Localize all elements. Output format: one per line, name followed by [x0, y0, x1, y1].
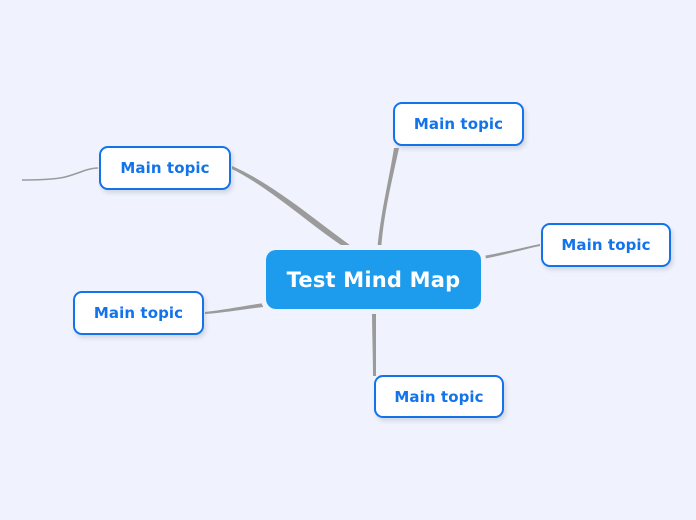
topic-node-label: Main topic — [394, 387, 484, 406]
root-node-label: Test Mind Map — [286, 267, 461, 292]
topic-node-label: Main topic — [120, 159, 210, 177]
topic-node-top-left[interactable]: Main topic — [99, 146, 231, 190]
connector-root-to-top-left — [232, 166, 357, 252]
connector-left-stub — [21, 167, 99, 181]
topic-node-right[interactable]: Main topic — [541, 223, 671, 267]
topic-node-label: Main topic — [413, 115, 504, 133]
root-node[interactable]: Test Mind Map — [266, 250, 481, 309]
topic-node-left[interactable]: Main topic — [73, 291, 204, 335]
connector-root-to-bottom — [372, 308, 376, 376]
topic-node-top-right[interactable]: Main topic — [393, 102, 524, 146]
topic-node-label: Main topic — [93, 304, 184, 322]
connector-root-to-left — [205, 303, 264, 314]
connector-root-to-right — [483, 244, 540, 259]
topic-node-bottom[interactable]: Main topic — [374, 375, 504, 418]
connector-root-to-top-right — [377, 148, 399, 252]
topic-node-label: Main topic — [561, 236, 651, 254]
